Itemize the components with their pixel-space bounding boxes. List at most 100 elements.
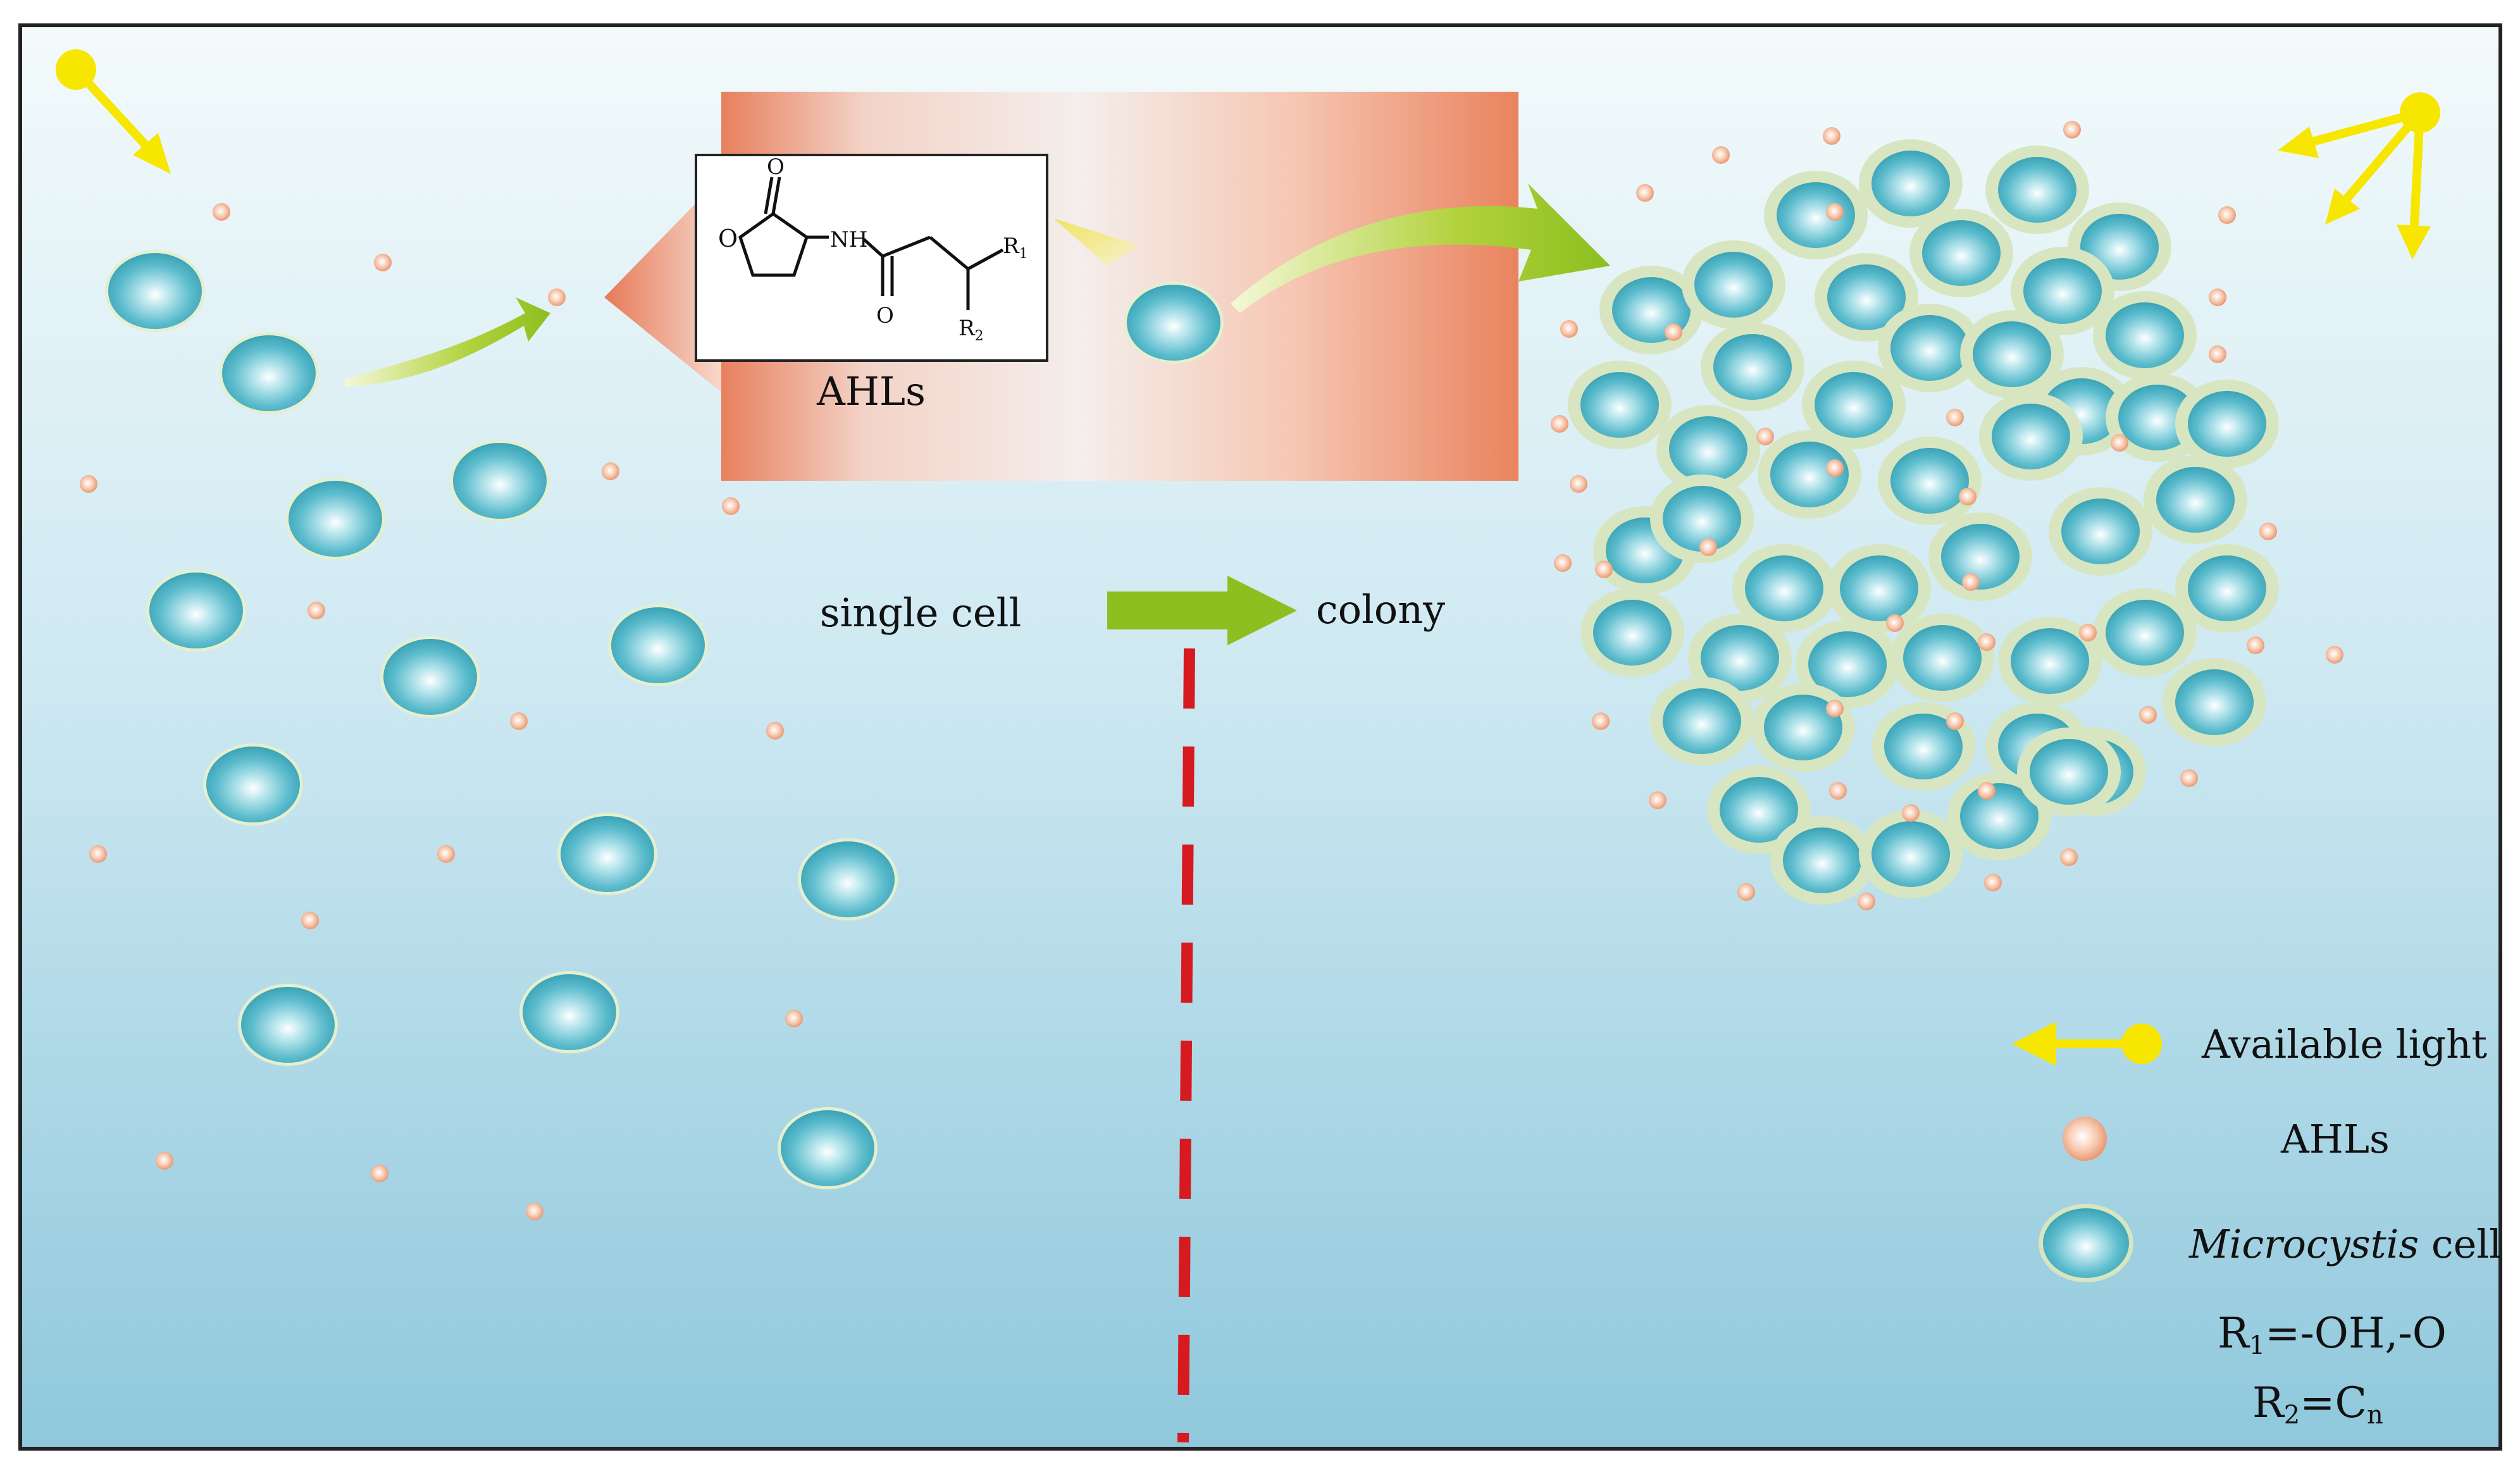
ahl-molecule <box>1978 633 1996 651</box>
cell-body <box>2011 628 2089 694</box>
ahl-molecule <box>1826 700 1844 717</box>
cell-body <box>1840 555 1918 621</box>
colony-label: colony <box>1316 586 1445 633</box>
ahl-molecule <box>1823 127 1840 145</box>
microcystis-cell <box>1568 361 1672 449</box>
ahl-molecule <box>1959 488 1977 505</box>
cell-body <box>1783 827 1861 893</box>
microcystis-cell <box>1650 474 1754 563</box>
cell-body <box>1903 625 1982 691</box>
cell-body <box>1998 157 2076 223</box>
ahl-molecule <box>374 254 392 271</box>
r1-label: R1 <box>1003 233 1028 262</box>
microcystis-cell <box>2175 544 2279 633</box>
cell-body <box>611 607 705 683</box>
microcystis-cell <box>2017 728 2121 816</box>
legend-r1-definition: R1=-OH,-O <box>2218 1309 2447 1360</box>
ahl-layer <box>80 121 2343 1220</box>
cell-body <box>1960 783 2039 849</box>
cell-body <box>781 1110 874 1186</box>
cell-body <box>1663 688 1741 754</box>
legend-light-label: Available light <box>2201 1021 2487 1067</box>
cell-body <box>1745 555 1823 621</box>
cell-body <box>1593 600 1672 666</box>
ahl-molecule <box>1560 320 1578 338</box>
microcystis-cell <box>2011 247 2114 335</box>
legend-ahl-swatch <box>2063 1117 2107 1161</box>
ahl-molecule <box>1649 791 1667 809</box>
cell-body <box>1871 151 1950 216</box>
cell-body <box>2188 391 2266 457</box>
microcystis-cell <box>1859 139 1963 228</box>
microcystis-cell <box>1802 361 1906 449</box>
ahl-molecule <box>2063 121 2081 139</box>
cell-body <box>1827 264 1906 330</box>
structure-caption: AHLs <box>816 368 926 414</box>
ahl-molecule <box>785 1010 803 1027</box>
microcystis-cell <box>1580 588 1684 677</box>
cell-body <box>2106 302 2184 368</box>
cell-body <box>1701 625 1779 691</box>
microcystis-cell <box>1878 304 1982 392</box>
microcystis-cell <box>1682 240 1785 329</box>
ahl-molecule <box>1570 475 1587 493</box>
microcystis-cell <box>1960 310 2064 399</box>
cell-body <box>1941 524 2020 590</box>
microcystis-cell <box>608 604 708 686</box>
secretion-glow <box>1053 218 1139 266</box>
microcystis-cell <box>519 971 619 1053</box>
ahl-molecule <box>1829 782 1847 800</box>
incoming-light <box>56 49 171 174</box>
cell-body <box>1720 777 1798 843</box>
ahl-molecule <box>2111 434 2128 452</box>
cell-body <box>1890 315 1969 381</box>
ahl-molecule <box>213 203 230 221</box>
ahl-molecule <box>437 845 455 863</box>
microcystis-cell <box>380 636 480 718</box>
ring-oxygen-label: O <box>718 225 738 252</box>
ahl-molecule <box>526 1203 543 1220</box>
ahl-molecule <box>602 462 619 480</box>
legend-cell-swatch <box>2043 1208 2129 1278</box>
cell-body <box>1580 372 1659 438</box>
cell-body <box>108 253 202 329</box>
microcystis-cell <box>2163 658 2266 746</box>
cell-body <box>383 639 477 715</box>
microcystis-cell <box>2093 588 2197 677</box>
microcystis-cell <box>1764 171 1868 259</box>
microcystis-cell <box>1650 677 1754 765</box>
ahl-molecule <box>1554 554 1572 572</box>
cell-body <box>1127 285 1220 361</box>
legend-r2-definition: R2=Cn <box>2252 1378 2383 1430</box>
ahl-molecule <box>1595 561 1613 578</box>
ahl-molecule <box>722 497 740 515</box>
microcystis-cell <box>1751 683 1855 772</box>
legend-cell-label: Microcystis cell <box>2188 1221 2502 1267</box>
ahl-molecule <box>1636 184 1654 202</box>
microcystis-cell <box>219 332 319 414</box>
cell-body <box>2175 669 2254 735</box>
ahl-molecule <box>156 1152 173 1170</box>
cell-body <box>1770 442 1849 507</box>
microcystis-cell <box>1770 816 1874 905</box>
cell-body <box>453 443 547 519</box>
microcystis-cell <box>1878 437 1982 525</box>
ahl-molecule <box>1826 459 1844 477</box>
ahl-molecule <box>2209 345 2226 363</box>
cell-body <box>1871 821 1950 887</box>
microcystis-cell <box>1985 146 2089 234</box>
cell-body <box>2023 258 2102 324</box>
cell-body <box>1694 252 1773 318</box>
ahl-molecule <box>2218 206 2236 224</box>
ahl-molecule <box>2247 636 2264 654</box>
ahl-molecule <box>766 722 784 740</box>
divider-line <box>1177 648 1195 1443</box>
ahl-zoom-cone <box>604 177 721 392</box>
ahl-molecule <box>1592 712 1610 730</box>
microcystis-cell <box>450 440 550 522</box>
ahl-molecule <box>1826 203 1844 221</box>
cell-body <box>1890 448 1969 514</box>
scattered-light <box>2278 92 2440 259</box>
cell-body <box>1884 714 1963 779</box>
